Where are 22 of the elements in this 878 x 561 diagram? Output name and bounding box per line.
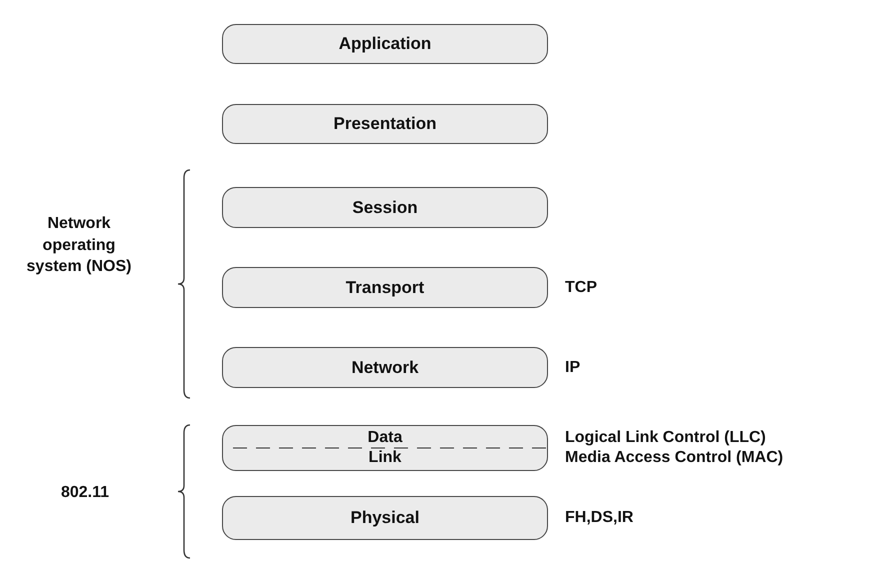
protocol-label: FH,DS,IR [565,508,634,528]
layer-name: Application [338,33,432,55]
protocol-label: IP [565,358,580,378]
layer-box [222,267,548,308]
group-label: Network operating system (NOS) [26,214,132,278]
layer-box [222,104,548,144]
layer-box [222,496,548,540]
layer-name: Presentation [334,113,436,135]
group-label: 802.11 [60,483,110,503]
layer-name: Physical [350,507,420,529]
protocol-label: Media Access Control (MAC) [565,448,784,468]
layer-name: Transport [346,276,424,298]
layer-name: Link [368,448,402,468]
layer-box [222,24,548,64]
protocol-label: TCP [565,278,597,298]
layer-name: Session [352,196,418,218]
layer-name: Network [351,356,419,378]
layer-name: Data [366,428,404,448]
layer-box [222,347,548,388]
protocol-label: Logical Link Control (LLC) [565,428,767,448]
layer-box [222,425,548,471]
layer-box [222,187,548,228]
